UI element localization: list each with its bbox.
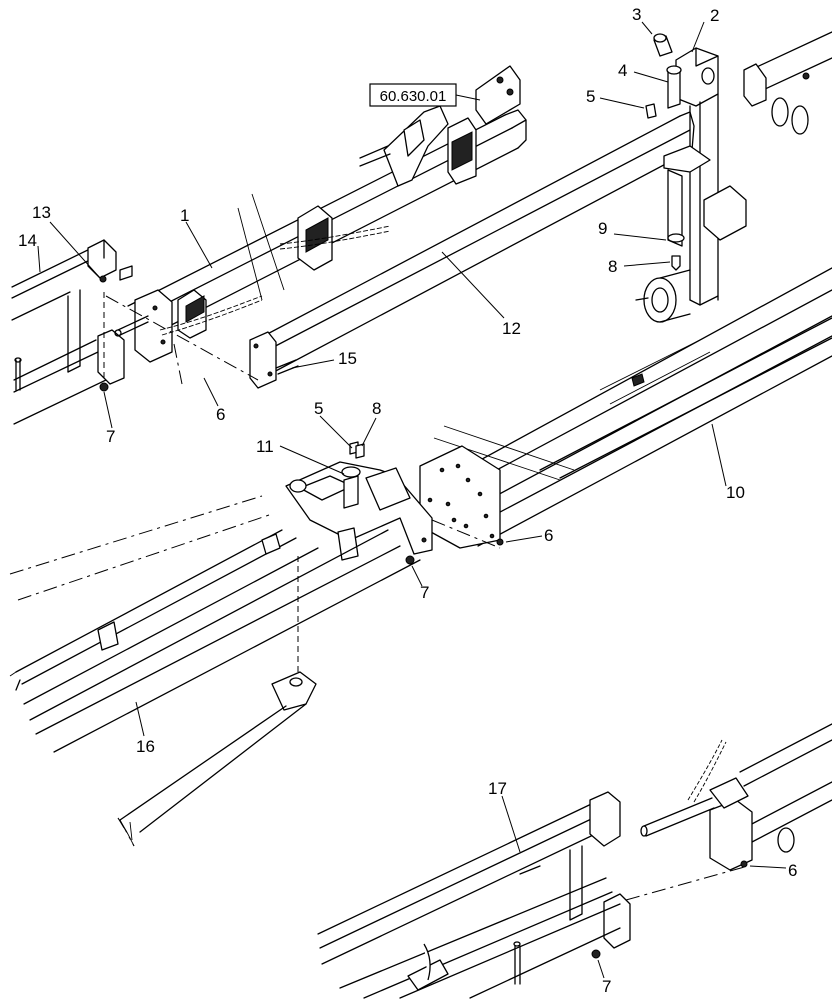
tube-16 <box>9 529 421 847</box>
leader-lines <box>37 21 787 979</box>
callout-7: 7 <box>106 427 115 446</box>
reference-leader <box>455 94 481 101</box>
callout-1: 1 <box>180 206 189 225</box>
lower-right-tube <box>640 723 832 871</box>
callout-16: 16 <box>136 737 155 756</box>
tube-10 <box>419 267 832 549</box>
callout-5: 5 <box>586 87 595 106</box>
pivot-assembly-11 <box>285 441 433 565</box>
tube-1 <box>114 65 527 363</box>
dashed-guide-lines <box>9 292 749 901</box>
callout-8: 8 <box>372 399 381 418</box>
reference-label[interactable]: 60.630.01 <box>369 83 457 107</box>
callout-14: 14 <box>18 231 37 250</box>
callout-3: 3 <box>632 5 641 24</box>
callout-11: 11 <box>256 437 274 456</box>
callout-6: 6 <box>216 405 225 424</box>
right-edge-tube <box>743 31 832 135</box>
callout-4: 4 <box>618 61 627 80</box>
callout-2: 2 <box>710 6 719 25</box>
post-2 <box>635 33 747 323</box>
callout-5: 5 <box>314 399 323 418</box>
callout-15: 15 <box>338 349 357 368</box>
callout-8: 8 <box>608 257 617 276</box>
callout-13: 13 <box>32 203 51 222</box>
callout-17: 17 <box>488 779 507 798</box>
callout-9: 9 <box>598 219 607 238</box>
callout-6: 6 <box>544 526 553 545</box>
tube-17 <box>317 791 631 999</box>
callout-numbers: 1 2 3 4 5 5 6 6 6 7 7 7 8 8 9 10 11 12 1… <box>18 5 797 996</box>
callout-7: 7 <box>602 977 611 996</box>
tube-14 <box>11 239 133 425</box>
callout-10: 10 <box>726 483 745 502</box>
callout-7: 7 <box>420 583 429 602</box>
tube-12 <box>249 111 695 389</box>
callout-12: 12 <box>502 319 521 338</box>
svg-text:60.630.01: 60.630.01 <box>380 88 447 105</box>
callout-6: 6 <box>788 861 797 880</box>
